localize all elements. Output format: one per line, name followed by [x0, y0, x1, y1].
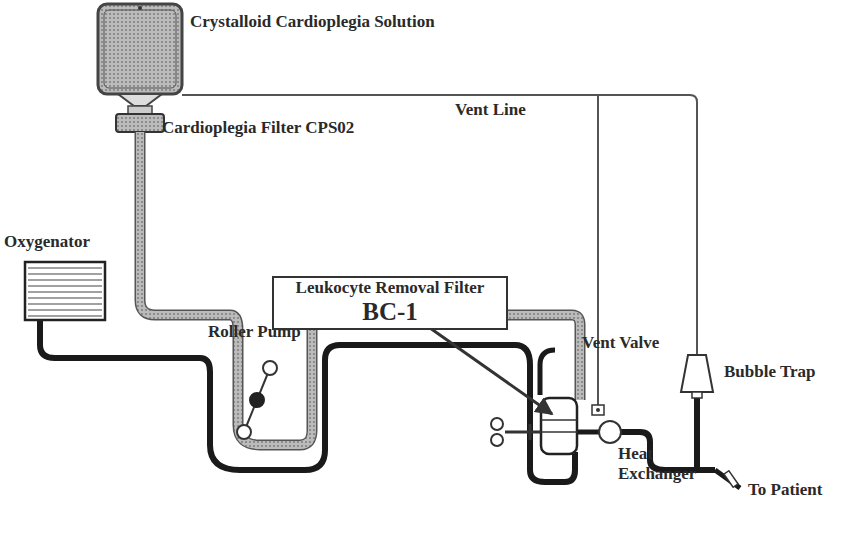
callout-box: Leukocyte Removal FilterBC-1 [272, 276, 508, 330]
model-name: BC-1 [274, 298, 506, 326]
solution-label: Crystalloid Cardioplegia Solution [190, 12, 435, 32]
exchanger-label: Heat Exchanger [618, 444, 708, 483]
patient-label: To Patient [748, 480, 822, 500]
valve-label: Vent Valve [582, 333, 659, 353]
line-label: Vent Line [455, 100, 526, 120]
filter-label: Cardioplegia Filter CPS02 [162, 118, 354, 138]
oxygenator-label: Oxygenator [4, 232, 90, 252]
box-heading: Leukocyte Removal Filter [274, 278, 506, 298]
trap-label: Bubble Trap [724, 362, 816, 382]
